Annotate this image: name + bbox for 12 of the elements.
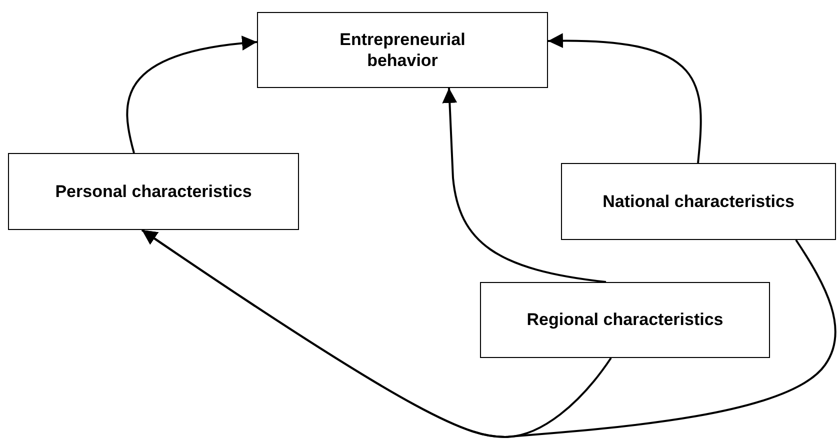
arrow	[442, 88, 606, 283]
arrow	[141, 229, 836, 438]
box-label: National characteristics	[602, 190, 794, 212]
box-label: Personal characteristics	[55, 180, 252, 202]
process-box	[480, 282, 770, 358]
arrow	[548, 34, 702, 164]
process-box	[561, 163, 836, 240]
box-label: Entrepreneurial behavior	[338, 28, 466, 72]
arrow	[126, 36, 258, 154]
box-label: Regional characteristics	[526, 309, 724, 331]
process-box	[8, 153, 299, 230]
process-box	[257, 12, 548, 88]
